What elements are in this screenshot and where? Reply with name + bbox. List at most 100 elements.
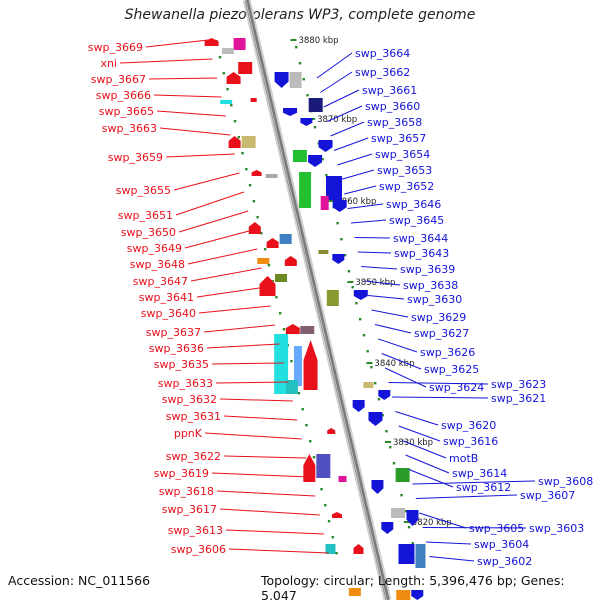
leader-line <box>401 440 447 459</box>
gene-label-right: swp_3621 <box>491 392 546 405</box>
gene-block <box>326 176 343 200</box>
track-tick <box>327 520 331 523</box>
leader-line <box>398 425 441 442</box>
kbp-label: 3850 kbp <box>355 278 395 288</box>
leader-line <box>323 89 360 108</box>
leader-line <box>215 381 289 384</box>
gene-arrow <box>266 238 279 248</box>
gene-label-right: swp_3620 <box>441 419 496 432</box>
track-tick <box>351 286 354 289</box>
leader-line <box>412 480 536 485</box>
gene-label-left: swp_3659 <box>108 151 163 164</box>
track-tick <box>241 152 244 155</box>
gene-arrow <box>332 200 347 212</box>
leader-line <box>344 185 377 195</box>
gene-block <box>320 196 329 210</box>
track-tick <box>226 88 229 91</box>
kbp-label: 3870 kbp <box>317 115 357 125</box>
leader-line <box>419 512 467 529</box>
track-tick <box>392 462 396 465</box>
gene-block <box>318 250 329 254</box>
gene-label-right: swp_3627 <box>414 327 469 340</box>
track-tick <box>355 302 358 305</box>
gene-label-right: swp_3626 <box>420 346 475 359</box>
leader-line <box>388 382 489 385</box>
gene-label-right: swp_3623 <box>491 378 546 391</box>
gene-arrow <box>327 428 336 434</box>
leader-line <box>351 219 387 224</box>
gene-arrow <box>368 412 383 426</box>
gene-label-right: swp_3602 <box>477 555 532 568</box>
track-tick <box>325 174 328 177</box>
leader-line <box>405 454 450 474</box>
kbp-label: 3880 kbp <box>299 36 339 46</box>
gene-label-right: swp_3643 <box>394 247 449 260</box>
track-tick <box>282 328 286 331</box>
gene-label-left: swp_3641 <box>139 291 194 304</box>
gene-arrow <box>371 480 384 494</box>
leader-line <box>190 267 262 282</box>
track-tick <box>290 360 293 363</box>
gene-arrow <box>378 390 391 400</box>
gene-label-left: ppnK <box>174 427 203 440</box>
track-tick <box>358 318 362 321</box>
gene-arrow <box>300 118 313 126</box>
leader-line <box>148 77 217 80</box>
leader-line <box>408 469 454 488</box>
gene-label-right: swp_3654 <box>375 148 430 161</box>
leader-line <box>391 396 489 399</box>
track-tick <box>343 254 347 257</box>
gene-block <box>391 508 406 518</box>
leader-line <box>178 210 249 233</box>
gene-label-right: swp_3661 <box>362 84 417 97</box>
gene-arrow <box>353 544 364 554</box>
gene-label-left: swp_3666 <box>96 89 151 102</box>
gene-label-left: swp_3667 <box>91 73 146 86</box>
gene-arrow <box>251 170 262 176</box>
track-tick <box>381 414 384 417</box>
leader-line <box>153 94 222 98</box>
backbone-highlight <box>245 0 388 600</box>
track-tick <box>302 78 305 81</box>
track-tick <box>320 488 323 491</box>
track-tick <box>306 94 309 97</box>
leader-line <box>175 191 244 216</box>
gene-block <box>300 326 315 334</box>
track-tick <box>295 46 298 49</box>
gene-label-left: swp_3650 <box>121 226 176 239</box>
gene-label-right: swp_3612 <box>456 481 511 494</box>
leader-line <box>211 362 284 365</box>
track-tick <box>218 56 222 59</box>
gene-label-right: swp_3607 <box>520 489 575 502</box>
track-tick <box>233 120 237 123</box>
gene-block <box>265 174 278 178</box>
leader-line <box>429 556 475 562</box>
leader-line <box>337 153 373 166</box>
gene-block <box>279 234 292 244</box>
track-tick <box>336 222 339 225</box>
leader-line <box>187 248 258 265</box>
leader-line <box>333 137 369 151</box>
gene-block <box>220 100 233 104</box>
gene-label-right: swp_3604 <box>474 538 529 551</box>
kbp-label: 3840 kbp <box>374 359 414 369</box>
gene-block <box>316 454 331 478</box>
kbp-label: 3820 kbp <box>412 518 452 528</box>
track-tick <box>312 456 316 459</box>
leader-line <box>206 343 280 349</box>
gene-arrow <box>248 222 261 234</box>
gene-label-right: swp_3605 <box>469 522 524 535</box>
gene-block <box>257 258 270 264</box>
gene-label-right: swp_3657 <box>371 132 426 145</box>
track-tick <box>278 312 282 315</box>
gene-label-right: swp_3658 <box>367 116 422 129</box>
gene-block <box>238 62 253 74</box>
leader-line <box>415 494 518 499</box>
gene-label-left: swp_3632 <box>162 393 217 406</box>
leader-line <box>196 286 267 298</box>
gene-arrow <box>259 276 276 296</box>
leader-line <box>165 153 235 158</box>
track-tick <box>301 408 304 411</box>
leader-line <box>368 295 405 300</box>
